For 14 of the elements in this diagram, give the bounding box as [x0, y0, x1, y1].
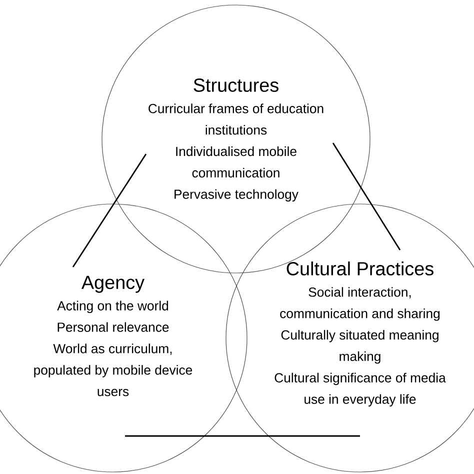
heading: Structures [194, 78, 278, 92]
list-item: World as curriculum, populated by mobile device users [34, 344, 192, 396]
list-item: Cultural significance of media use in everyday life [274, 372, 446, 406]
list-item: Curricular frames of education institutions [148, 104, 324, 135]
heading: Cultural Practices [286, 262, 434, 276]
list-item: Individualised mobile communication [176, 146, 296, 178]
list-item: Acting on the world [57, 300, 168, 314]
list-item: Pervasive technology [174, 189, 298, 202]
connector-line [332, 142, 401, 250]
connector-line [125, 435, 360, 437]
list-item: Social interaction, communication and sharing [280, 287, 440, 321]
list-item: Culturally situated meaning making [281, 330, 438, 364]
heading: Agency [81, 276, 145, 293]
list-item: Personal relevance [58, 322, 169, 332]
